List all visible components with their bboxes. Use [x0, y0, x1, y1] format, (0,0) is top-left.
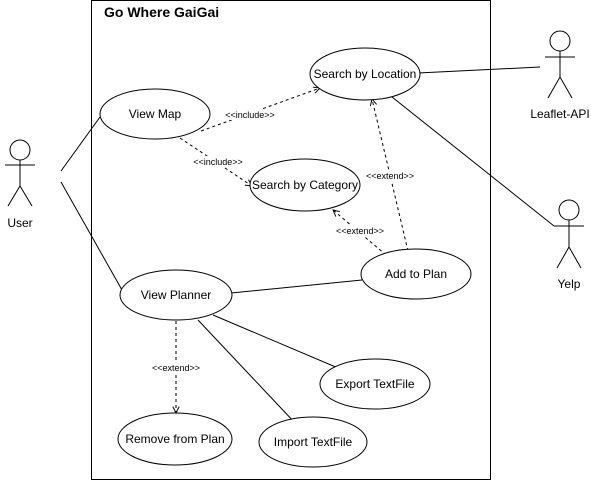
- stick-figure-icon: [5, 139, 35, 207]
- usecase-view-planner[interactable]: View Planner: [119, 269, 233, 321]
- usecase-add-to-plan[interactable]: Add to Plan: [360, 248, 472, 300]
- svg-text:<<extend>>: <<extend>>: [152, 363, 200, 373]
- actor-yelp: Yelp: [554, 199, 584, 291]
- stereotype-plan-category: <<extend>>: [333, 225, 387, 236]
- actor-user: User: [5, 139, 35, 230]
- system-boundary: [91, 0, 491, 480]
- svg-text:View Planner: View Planner: [141, 288, 212, 302]
- usecase-import-textfile[interactable]: Import TextFile: [258, 416, 368, 468]
- usecase-search-by-location[interactable]: Search by Location: [309, 47, 421, 101]
- actor-leaflet-api-label: Leaflet-API: [530, 107, 589, 121]
- assoc-planner-addtoplan: [230, 279, 363, 294]
- assoc-user-viewplanner: [60, 181, 123, 291]
- actor-leaflet-api: Leaflet-API: [530, 30, 590, 121]
- svg-text:<<extend>>: <<extend>>: [336, 226, 384, 236]
- stereotype-map-category: <<include>>: [189, 156, 247, 167]
- svg-text:<<include>>: <<include>>: [225, 110, 275, 120]
- stick-figure-icon: [545, 30, 575, 99]
- stereotype-plan-location: <<extend>>: [363, 170, 417, 181]
- svg-text:Export TextFile: Export TextFile: [335, 377, 414, 391]
- stereotype-planner-remove: <<extend>>: [148, 362, 204, 373]
- actor-yelp-label: Yelp: [558, 277, 581, 291]
- svg-text:Search by Category: Search by Category: [252, 178, 358, 192]
- assoc-planner-export: [212, 314, 339, 369]
- svg-text:Add to Plan: Add to Plan: [385, 267, 447, 281]
- stereotype-map-location: <<include>>: [221, 109, 279, 120]
- assoc-location-leaflet: [417, 66, 541, 74]
- actor-user-label: User: [7, 216, 32, 230]
- svg-text:Search by Location: Search by Location: [314, 67, 417, 81]
- svg-text:View Map: View Map: [129, 107, 182, 121]
- assoc-location-yelp: [391, 96, 555, 227]
- usecase-remove-from-plan[interactable]: Remove from Plan: [117, 412, 233, 466]
- usecase-view-map[interactable]: View Map: [99, 88, 211, 140]
- svg-text:Import TextFile: Import TextFile: [274, 435, 353, 449]
- stick-figure-icon: [554, 199, 584, 269]
- svg-text:<<extend>>: <<extend>>: [366, 171, 414, 181]
- assoc-planner-import: [197, 319, 297, 425]
- assoc-user-viewmap: [60, 116, 101, 172]
- usecase-search-by-category[interactable]: Search by Category: [249, 158, 361, 212]
- svg-text:<<include>>: <<include>>: [193, 157, 243, 167]
- system-title: Go Where GaiGai: [104, 4, 219, 20]
- svg-text:Remove from Plan: Remove from Plan: [125, 432, 224, 446]
- usecase-export-textfile[interactable]: Export TextFile: [319, 358, 431, 410]
